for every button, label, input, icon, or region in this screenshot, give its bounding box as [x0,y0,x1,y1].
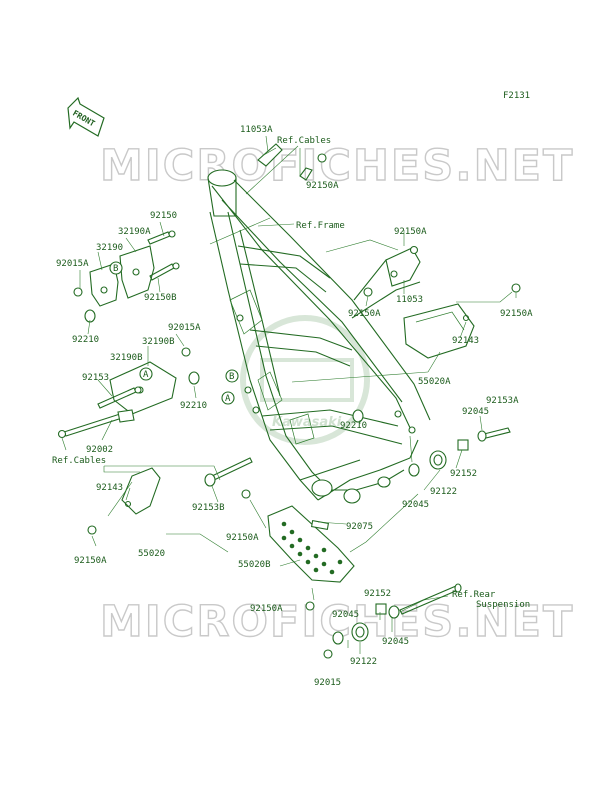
mark-b-frame: B [225,369,239,383]
label-92143-b: 92143 [452,336,479,346]
label-92210-c: 92210 [340,421,367,431]
label-ref-frame: Ref.Frame [296,221,345,231]
label-92150A-g: 92150A [394,227,427,237]
label-92015A-b: 92015A [168,323,201,333]
pivot-shaft [399,583,462,615]
bushing-92122-b [351,622,369,642]
label-32190B: 32190B [142,337,175,347]
skid-plate-55020B [267,505,355,583]
bolt-92150B [149,262,180,281]
label-11053: 11053 [396,295,423,305]
mark-b-left: B [109,261,123,275]
collar-92045-b [408,463,420,477]
label-92045-b: 92045 [402,500,429,510]
label-92075: 92075 [346,522,373,532]
bolt-92150A-e [363,287,373,297]
leader-lines [61,135,517,654]
label-92150A-f: 92150A [500,309,533,319]
bolt-92150A-a [299,153,327,181]
label-92210-a: 92210 [72,335,99,345]
label-55020B: 55020B [238,560,271,570]
svg-text:A: A [225,394,231,404]
bracket-32190A [119,245,155,299]
bolt-92150 [147,230,176,245]
label-92150A-d: 92150A [250,604,283,614]
label-92143-a: 92143 [96,483,123,493]
label-92153A: 92153A [486,396,519,406]
nut-92015 [323,649,333,659]
part-labels: 11053A Ref.Cables 92150A Ref.Frame 92150… [52,125,533,688]
label-92210-b: 92210 [180,401,207,411]
bolt-92153B [211,457,253,481]
collar-92210-b [188,371,200,385]
label-92150B: 92150B [144,293,177,303]
label-suspension: Suspension [476,600,530,610]
svg-text:A: A [143,370,149,380]
front-arrow-icon: FRONT [67,96,105,137]
label-55020: 55020 [138,549,165,559]
bolt-92002 [57,409,135,439]
watermark-top: MICROFICHES.NET [100,141,574,191]
bracket-11053A [257,143,283,167]
bolt-92150A-f [511,283,521,293]
label-92122-b: 92122 [350,657,377,667]
collar-92045-c [332,631,344,645]
label-92122-a: 92122 [430,487,457,497]
nut-92150A-b [87,525,97,535]
label-92150A-b: 92150A [74,556,107,566]
svg-text:B: B [229,372,234,382]
label-ref-cables-top: Ref.Cables [277,136,331,146]
label-92150A-e: 92150A [348,309,381,319]
label-92045-d: 92045 [382,637,409,647]
label-92045-a: 92045 [462,407,489,417]
collar-92210-c [352,409,364,423]
label-92150A-a: 92150A [306,181,339,191]
label-92045-c: 92045 [332,610,359,620]
label-55020A: 55020A [418,377,451,387]
bolt-92153 [97,386,142,409]
label-32190B-2: 32190B [110,353,143,363]
mark-a-left: A [139,367,153,381]
sleeve-92152-b [375,603,387,615]
nut-92015A-b [181,347,191,357]
label-32190: 32190 [96,243,123,253]
svg-text:B: B [113,264,118,274]
guard-55020 [121,467,161,515]
mark-a-frame: A [221,391,235,405]
nut-92015A-a [73,287,83,297]
label-92015A-a: 92015A [56,259,89,269]
label-92002: 92002 [86,445,113,455]
label-92153B: 92153B [192,503,225,513]
label-92150A-c: 92150A [226,533,259,543]
label-92152-b: 92152 [364,589,391,599]
figure-code: F2131 [503,91,530,101]
label-ref-cables-left: Ref.Cables [52,456,106,466]
bolt-92153A [477,427,511,442]
label-11053A: 11053A [240,125,273,135]
label-92153: 92153 [82,373,109,383]
sleeve-92152-a [457,439,469,451]
label-ref-rear: Ref.Rear [452,590,496,600]
collar-92045-d [388,605,400,619]
frame [207,169,431,504]
label-32190A: 32190A [118,227,151,237]
collar-92153B [204,473,216,487]
label-92015: 92015 [314,678,341,688]
bracket-11053 [385,245,421,287]
label-92150: 92150 [150,211,177,221]
bushing-92122-a [429,450,447,470]
bolt-92150A-c [241,489,251,499]
bolt-92150A-d [305,601,315,611]
guard-55020A [403,303,475,359]
label-92152-a: 92152 [450,469,477,479]
